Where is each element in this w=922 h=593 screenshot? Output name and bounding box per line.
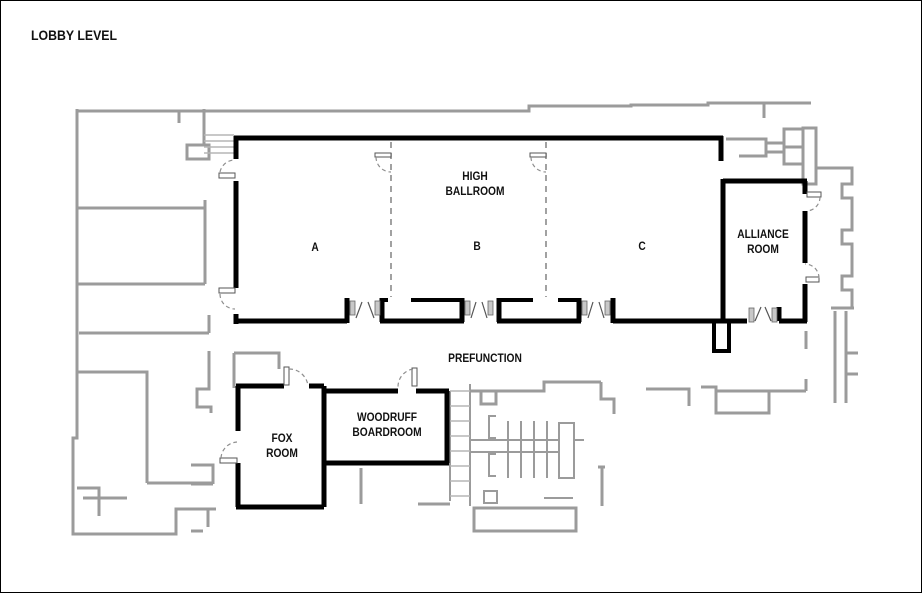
double-door-icon — [349, 300, 381, 319]
label-section-c: C — [638, 239, 646, 253]
label-woodruff-boardroom-line1: WOODRUFF — [356, 410, 418, 424]
label-fox-room-line2: ROOM — [266, 446, 298, 460]
fox-room-walls — [235, 383, 327, 510]
label-section-a: A — [311, 240, 319, 254]
elevator-bank — [726, 126, 818, 186]
service-stair-treads — [450, 390, 470, 497]
main-staircase — [470, 415, 584, 479]
primary-walls — [233, 135, 808, 510]
label-high-ballroom-line1: HIGH — [462, 169, 488, 183]
label-fox-room-line1: FOX — [271, 431, 293, 445]
page-title: LOBBY LEVEL — [31, 27, 118, 43]
double-door-icon — [464, 300, 494, 319]
label-fox-room: FOX ROOM — [266, 431, 298, 461]
double-door-icon — [581, 300, 611, 319]
door-icon — [218, 287, 236, 294]
nw-stair-treads — [204, 134, 234, 154]
label-high-ballroom-line2: BALLROOM — [445, 184, 505, 198]
door-icon — [529, 152, 547, 158]
door-icon — [806, 191, 822, 198]
door-icon — [805, 276, 820, 283]
door-icon — [374, 152, 392, 158]
label-alliance-room-line2: ROOM — [747, 242, 779, 256]
label-woodruff-boardroom: WOODRUFF BOARDROOM — [352, 410, 421, 440]
label-alliance-room-line1: ALLIANCE — [737, 227, 789, 241]
airwall-dividers — [390, 142, 547, 297]
door-icon — [283, 366, 290, 386]
alliance-room-walls — [720, 178, 808, 324]
label-alliance-room: ALLIANCE ROOM — [737, 227, 789, 257]
door-icon — [411, 367, 418, 387]
door-icon — [218, 172, 236, 179]
label-woodruff-boardroom-line2: BOARDROOM — [352, 425, 422, 439]
high-ballroom-walls — [233, 135, 731, 353]
label-section-b: B — [473, 239, 481, 253]
secondary-walls — [71, 101, 858, 536]
woodruff-boardroom-walls — [324, 388, 450, 466]
door-icon — [219, 457, 238, 464]
label-high-ballroom: HIGH BALLROOM — [446, 169, 505, 199]
double-door-icon — [748, 306, 778, 323]
label-prefunction: PREFUNCTION — [448, 351, 522, 365]
door-symbols — [218, 152, 822, 464]
east-facade — [816, 166, 858, 403]
